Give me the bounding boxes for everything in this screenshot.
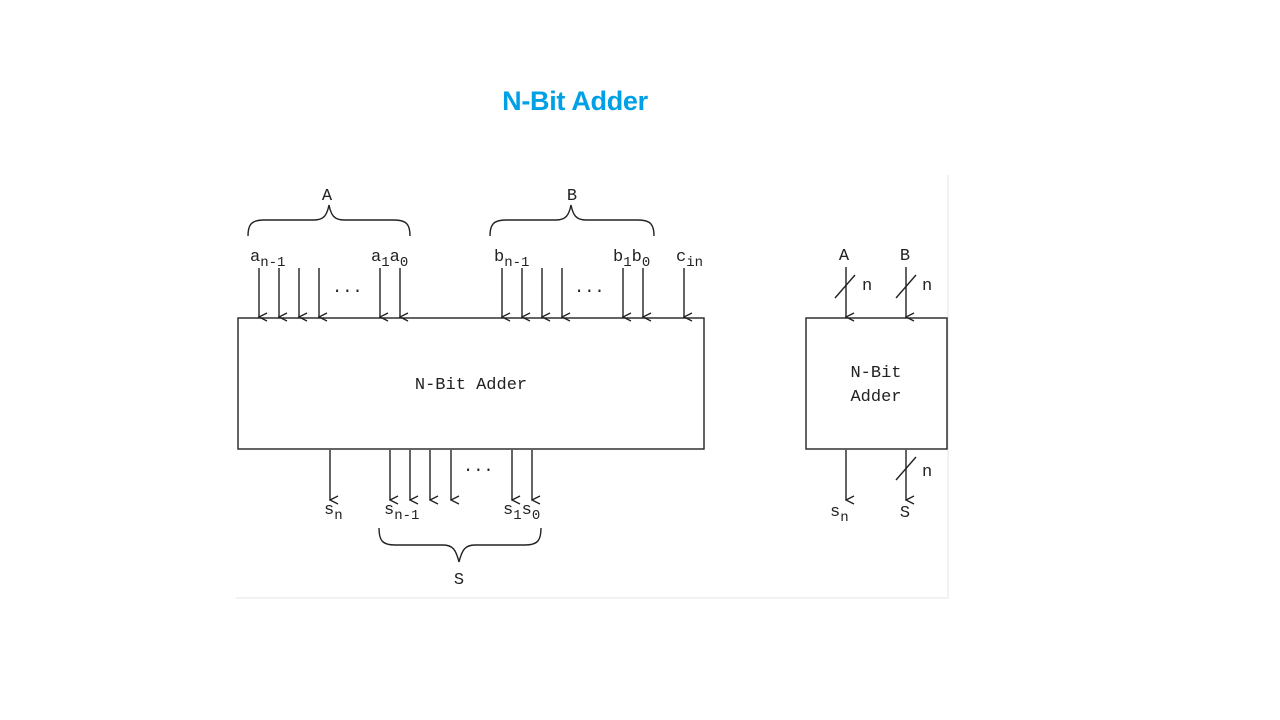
symbol-bus-slash-b (895, 274, 917, 299)
adder-block-label: N-Bit Adder (415, 376, 527, 395)
bus-a-label: A (322, 187, 333, 206)
label-b-n-1: bn-1 (494, 248, 529, 271)
slide-title: N-Bit Adder (502, 86, 648, 116)
label-s-n-1: sn-1 (384, 501, 419, 524)
symbol-block-line2: Adder (850, 388, 901, 407)
brace-a (247, 204, 411, 237)
figure-frame (236, 175, 949, 599)
bus-s-label: S (454, 571, 464, 590)
symbol-input-b-label: B (900, 247, 910, 266)
label-s1-s0: s1s0 (503, 501, 540, 524)
symbol-width-b: n (922, 277, 932, 296)
label-cin: cin (676, 248, 703, 271)
ellipsis-a: ... (332, 279, 363, 298)
label-b1-b0: b1b0 (613, 248, 650, 271)
ellipsis-s: ... (463, 458, 494, 477)
symbol-width-a: n (862, 277, 872, 296)
symbol-width-s: n (922, 463, 932, 482)
adder-block (237, 317, 705, 450)
brace-s (378, 527, 542, 563)
input-arrows (259, 268, 684, 317)
symbol-block-line1: N-Bit (850, 364, 901, 383)
symbol-bus-slash-a (834, 274, 856, 299)
symbol-adder-block (805, 317, 948, 450)
ellipsis-b: ... (574, 279, 605, 298)
bus-b-label: B (567, 187, 577, 206)
output-arrows (330, 450, 532, 500)
label-a1-a0: a1a0 (371, 248, 408, 271)
brace-b (489, 204, 655, 237)
symbol-bus-slash-s (895, 456, 917, 481)
symbol-input-a-label: A (839, 247, 850, 266)
label-s-n: sn (324, 501, 343, 524)
label-a-n-1: an-1 (250, 248, 285, 271)
symbol-output-carry: sn (830, 503, 849, 526)
symbol-output-sum: S (900, 504, 910, 523)
